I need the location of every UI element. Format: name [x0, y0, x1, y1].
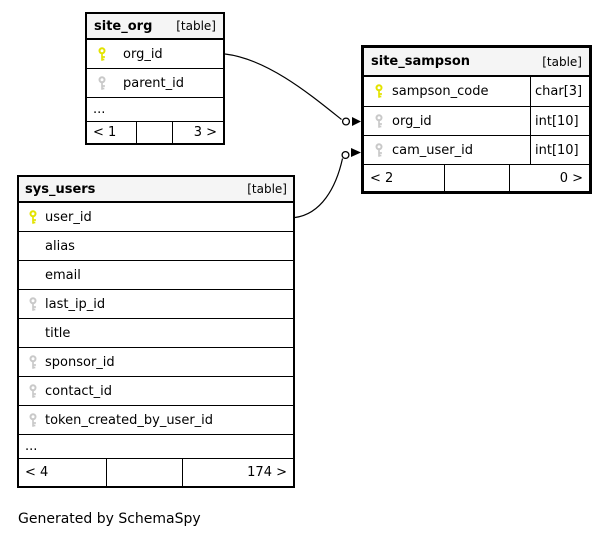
foreign-key-icon [375, 113, 383, 128]
spacer-cell [137, 122, 173, 143]
column-row-org-id[interactable]: org_id int[10] [364, 107, 589, 136]
table-stats-footer: < 1 3 > [87, 122, 223, 143]
foreign-key-icon [29, 296, 37, 311]
hidden-columns-ellipsis: ... [87, 98, 223, 122]
spacer-cell [445, 165, 510, 191]
column-row-token-created-by-user-id[interactable]: token_created_by_user_id [19, 406, 293, 435]
primary-key-icon [98, 46, 106, 61]
column-name: cam_user_id [392, 142, 473, 158]
column-row-alias[interactable]: alias [19, 232, 293, 261]
table-node-sys-users[interactable]: sys_users [table] user_id alias email [17, 175, 295, 488]
column-row-sponsor-id[interactable]: sponsor_id [19, 348, 293, 377]
rows-count: 0 > [559, 170, 583, 186]
column-row-sampson-code[interactable]: sampson_code char[3] [364, 77, 589, 107]
fk-arrowhead-icon [352, 117, 361, 126]
column-row-org-id[interactable]: org_id [87, 40, 223, 69]
zero-one-circle-icon [341, 150, 350, 160]
fk-edge-sys-users-to-site-sampson [294, 148, 361, 219]
column-row-email[interactable]: email [19, 261, 293, 290]
column-name: sampson_code [392, 84, 489, 99]
table-type-label: [table] [176, 19, 216, 33]
table-stats-footer: < 4 174 > [19, 459, 293, 486]
column-name: contact_id [45, 383, 113, 399]
table-header[interactable]: sys_users [table] [19, 177, 293, 203]
foreign-key-icon [98, 75, 106, 90]
table-name: site_sampson [371, 54, 471, 69]
table-node-site-sampson[interactable]: site_sampson [table] sampson_code char[3… [361, 45, 592, 194]
foreign-key-icon [375, 142, 383, 157]
column-name: org_id [392, 113, 432, 129]
column-row-user-id[interactable]: user_id [19, 203, 293, 232]
column-type: int[10] [530, 107, 589, 135]
column-name: alias [45, 238, 75, 254]
parents-count: < 4 [19, 459, 107, 486]
table-type-label: [table] [542, 54, 582, 69]
table-header[interactable]: site_sampson [table] [364, 48, 589, 77]
table-header[interactable]: site_org [table] [87, 14, 223, 40]
table-node-site-org[interactable]: site_org [table] org_id parent_id ... [85, 12, 225, 145]
foreign-key-icon [29, 354, 37, 369]
fk-edge-site-org-to-site-sampson [224, 53, 361, 126]
column-name: org_id [123, 46, 163, 62]
primary-key-icon [29, 209, 37, 224]
hidden-columns-ellipsis: ... [19, 435, 293, 459]
column-name: parent_id [123, 75, 184, 91]
column-row-cam-user-id[interactable]: cam_user_id int[10] [364, 136, 589, 165]
zero-one-circle-icon [341, 117, 351, 126]
rows-count: 174 > [247, 465, 287, 480]
column-type: int[10] [530, 136, 589, 164]
parents-count: < 1 [87, 122, 137, 143]
column-row-contact-id[interactable]: contact_id [19, 377, 293, 406]
column-row-title[interactable]: title [19, 319, 293, 348]
column-type: char[3] [530, 77, 589, 106]
fk-arrowhead-icon [351, 148, 361, 157]
foreign-key-icon [29, 412, 37, 427]
primary-key-icon [375, 84, 383, 98]
table-type-label: [table] [247, 182, 287, 196]
column-row-last-ip-id[interactable]: last_ip_id [19, 290, 293, 319]
foreign-key-icon [29, 383, 37, 398]
column-name: email [45, 267, 81, 283]
spacer-cell [107, 459, 183, 486]
column-name: user_id [45, 209, 92, 225]
table-stats-footer: < 2 0 > [364, 165, 589, 191]
rows-count: 3 > [193, 125, 217, 140]
column-name: sponsor_id [45, 354, 115, 370]
column-name: title [45, 325, 71, 341]
parents-count: < 2 [364, 165, 445, 191]
column-row-parent-id[interactable]: parent_id [87, 69, 223, 98]
table-name: site_org [94, 18, 153, 34]
table-name: sys_users [25, 181, 96, 197]
column-name: last_ip_id [45, 296, 106, 312]
column-name: token_created_by_user_id [45, 412, 214, 428]
generated-by-caption: Generated by SchemaSpy [18, 511, 201, 527]
